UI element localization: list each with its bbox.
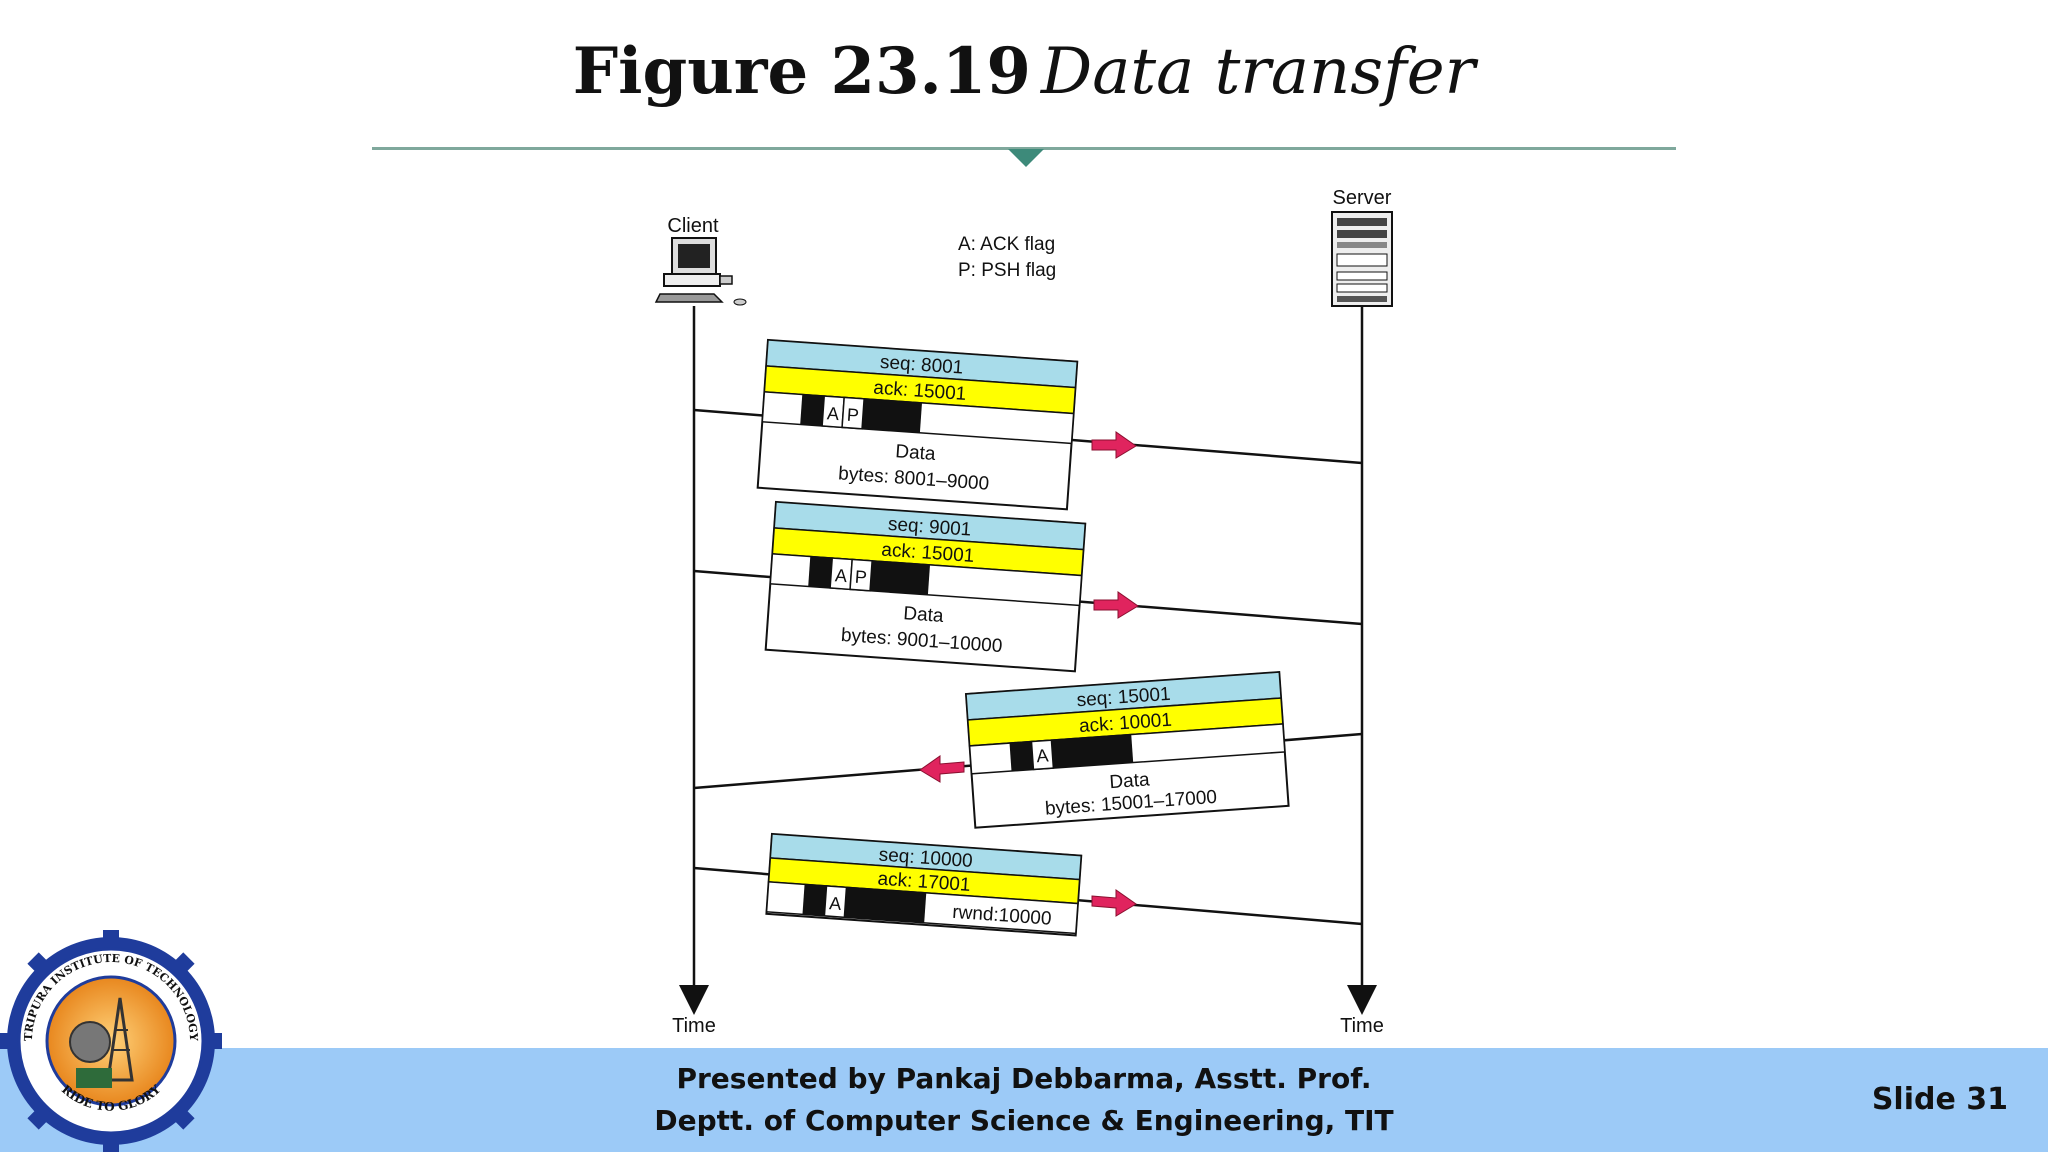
server-label: Server (1333, 187, 1392, 209)
segment-1-data: Data (895, 441, 937, 465)
time-label-client: Time (672, 1015, 716, 1037)
figure-number: Figure 23.19 (572, 34, 1031, 109)
segment-3-data: Data (1109, 769, 1151, 793)
segment-2-data: Data (903, 603, 945, 627)
segment-4-box: seq: 10000 ack: 17001 A rwnd:10000 (765, 832, 1083, 937)
slide-number: Slide 31 (1871, 1082, 2008, 1117)
segment-2-flag-a: A (834, 565, 847, 586)
gear-teeth (0, 930, 222, 1152)
client-computer-icon (654, 237, 747, 306)
segment-1-flag-a: A (826, 403, 839, 424)
segment-3-flag-a: A (1036, 745, 1049, 766)
segment-2-flag-p: P (854, 567, 867, 588)
segment-3-box: seq: 15001 ack: 10001 A Data bytes: 1500… (964, 671, 1290, 829)
segment-4-flag-a: A (829, 893, 842, 914)
title-rule-marker (1008, 149, 1044, 167)
presenter-line: Presented by Pankaj Debbarma, Asstt. Pro… (676, 1062, 1372, 1095)
department-line: Deptt. of Computer Science & Engineering… (654, 1104, 1394, 1137)
segment-4-direction-arrow (1091, 889, 1137, 917)
logo-emblem (69, 997, 134, 1088)
legend-ack-flag: A: ACK flag (958, 234, 1055, 255)
segment-2-direction-arrow (1093, 591, 1139, 619)
title-rule (372, 147, 1676, 150)
segment-1-direction-arrow (1091, 431, 1137, 459)
segment-1-flag-p: P (846, 405, 859, 426)
client-label: Client (667, 215, 719, 237)
institute-logo: TRIPURA INSTITUTE OF TECHNOLOGY RIDE TO … (0, 930, 222, 1152)
segment-2-box: seq: 9001 ack: 15001 A P Data bytes: 900… (764, 500, 1087, 673)
footer-bar: Presented by Pankaj Debbarma, Asstt. Pro… (0, 1048, 2048, 1152)
time-label-server: Time (1340, 1015, 1384, 1037)
server-icon (1331, 211, 1393, 307)
segment-1-box: seq: 8001 ack: 15001 A P Data bytes: 800… (756, 338, 1079, 511)
legend-psh-flag: P: PSH flag (958, 260, 1056, 281)
segment-3-direction-arrow (919, 755, 965, 783)
figure-title: Data transfer (1040, 35, 1476, 109)
tcp-data-transfer-diagram: Client Server A: ACK flag P: PSH flag Ti… (654, 187, 1393, 1037)
